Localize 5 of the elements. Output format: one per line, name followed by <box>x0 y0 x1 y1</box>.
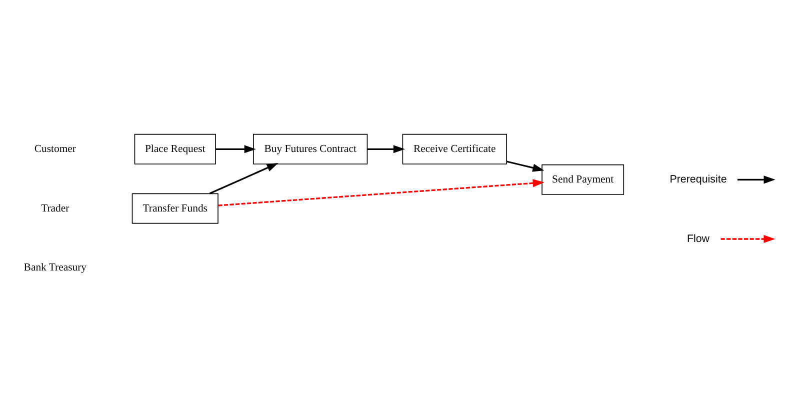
label: Bank Treasury <box>24 261 87 274</box>
label: Trader <box>41 202 70 214</box>
label: Customer <box>34 142 76 154</box>
legend-label: Prerequisite <box>670 172 727 185</box>
legend-label: Flow <box>686 232 710 244</box>
